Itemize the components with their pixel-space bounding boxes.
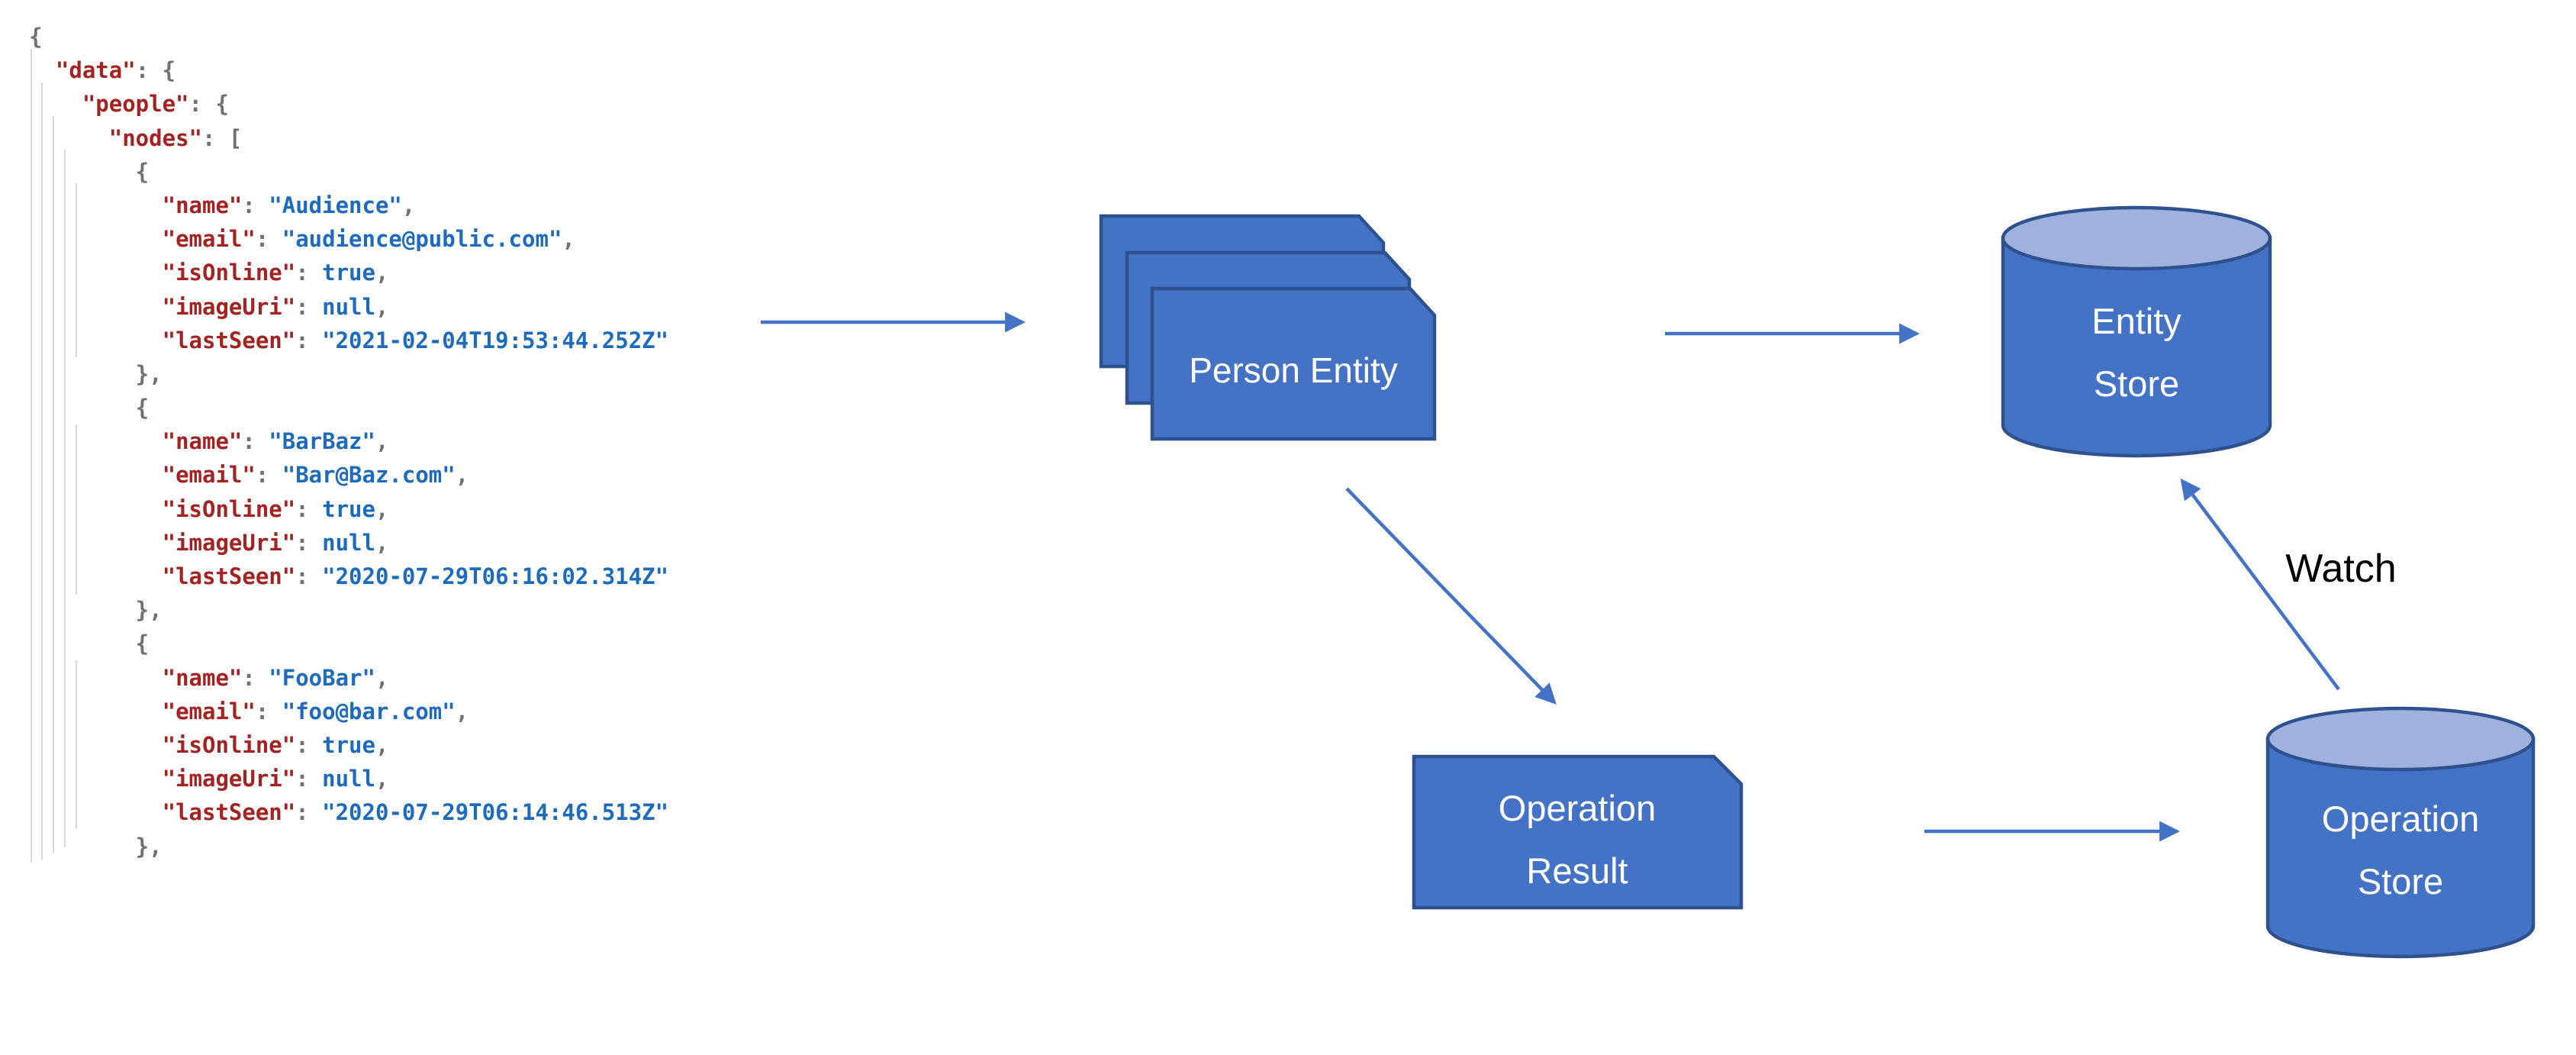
code-line: "lastSeen": "2020-07-29T06:16:02.314Z" bbox=[162, 563, 669, 589]
entity-store-label: Entity Store bbox=[2091, 301, 2182, 404]
code-line: "data": { bbox=[55, 57, 176, 84]
code-line: { bbox=[29, 24, 43, 50]
code-line: "isOnline": true, bbox=[162, 731, 389, 758]
entity-store-cylinder-top bbox=[2001, 205, 2272, 271]
person-entity-shape bbox=[1099, 214, 1437, 441]
code-line: }, bbox=[29, 360, 163, 387]
arrow-person-entity-to-operation-result bbox=[1345, 487, 1557, 705]
code-line: "isOnline": true, bbox=[162, 495, 389, 522]
indent-guide bbox=[64, 150, 66, 847]
operation-store-cylinder-body bbox=[2265, 737, 2536, 959]
code-line: "lastSeen": "2020-07-29T06:14:46.513Z" bbox=[162, 799, 669, 826]
code-line: "name": "BarBaz", bbox=[162, 428, 389, 455]
person-entity-card-front bbox=[1150, 286, 1437, 441]
arrow-watch-operation-store-to-entity-store bbox=[2180, 478, 2340, 691]
person-entity-label: Person Entity bbox=[1189, 350, 1398, 390]
code-line: "lastSeen": "2021-02-04T19:53:44.252Z" bbox=[162, 327, 669, 353]
code-line: }, bbox=[29, 597, 163, 624]
operation-result-label: Operation Result bbox=[1498, 788, 1657, 891]
indent-guide bbox=[76, 183, 77, 357]
indent-guide bbox=[76, 660, 77, 829]
code-line: { bbox=[29, 395, 150, 421]
code-line: "email": "audience@public.com", bbox=[162, 226, 575, 253]
entity-store-shape bbox=[2001, 205, 2272, 458]
operation-result-shape bbox=[1412, 754, 1744, 910]
indent-guide bbox=[41, 82, 43, 860]
indent-guide bbox=[53, 116, 54, 853]
code-line: { bbox=[29, 158, 150, 185]
code-line: "email": "Bar@Baz.com", bbox=[162, 462, 469, 489]
code-line: "isOnline": true, bbox=[162, 260, 389, 286]
entity-store-cylinder-body bbox=[2001, 236, 2272, 458]
code-line: "name": "Audience", bbox=[162, 192, 416, 218]
code-line: }, bbox=[29, 833, 163, 860]
code-line: "people": { bbox=[82, 91, 229, 118]
indent-guide bbox=[76, 424, 77, 595]
code-line: { bbox=[29, 631, 150, 657]
watch-edge-label: Watch bbox=[2285, 547, 2397, 591]
json-code-block: { "data": { "people": { "nodes": [ { "na… bbox=[29, 20, 668, 863]
code-line: "imageUri": null, bbox=[162, 293, 389, 320]
code-line: "email": "foo@bar.com", bbox=[162, 698, 469, 724]
code-line: "imageUri": null, bbox=[162, 766, 389, 792]
operation-store-shape bbox=[2265, 706, 2536, 959]
code-line: "imageUri": null, bbox=[162, 529, 389, 556]
code-line: "nodes": [ bbox=[108, 124, 243, 151]
code-line: "name": "FooBar", bbox=[162, 664, 389, 691]
operation-store-cylinder-top bbox=[2265, 706, 2536, 772]
indent-guide bbox=[31, 49, 32, 863]
operation-store-label: Operation Store bbox=[2321, 799, 2480, 902]
